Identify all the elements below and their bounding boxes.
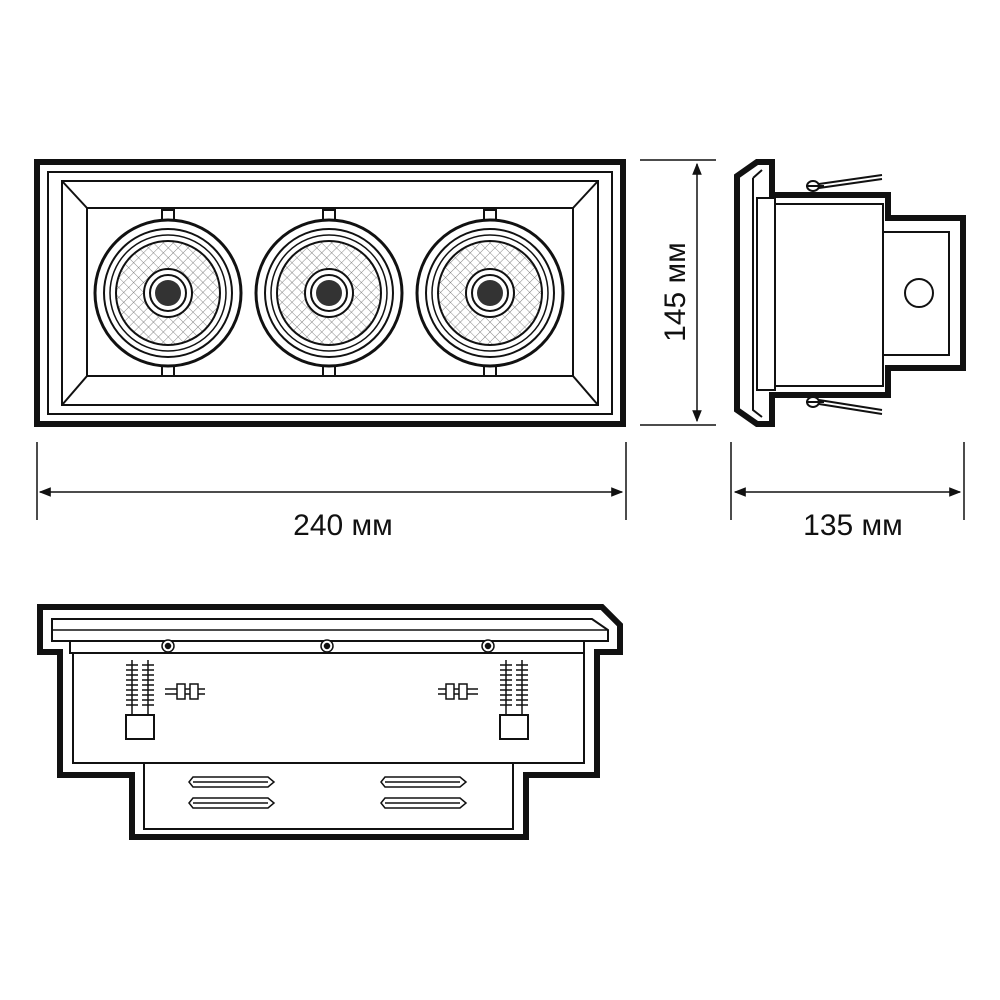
bottom-view bbox=[37, 604, 623, 840]
dimension-depth bbox=[730, 442, 965, 520]
screw-1 bbox=[161, 639, 175, 653]
lamp-module-center bbox=[254, 209, 404, 377]
width-label: 240 мм bbox=[293, 509, 393, 542]
dimension-width bbox=[36, 442, 627, 520]
spring-clip-bottom bbox=[806, 396, 883, 415]
front-inner-frame bbox=[47, 171, 613, 415]
spring-left bbox=[125, 660, 155, 740]
side-view bbox=[734, 159, 966, 427]
spring-clip-top bbox=[806, 174, 883, 192]
connector-left bbox=[165, 683, 205, 700]
bottom-outline bbox=[37, 604, 623, 840]
side-knockout-hole bbox=[904, 278, 934, 308]
height-label: 145 мм bbox=[659, 242, 692, 342]
vent-slots bbox=[188, 776, 468, 809]
screw-2 bbox=[320, 639, 334, 653]
front-bezel bbox=[61, 180, 599, 406]
front-view bbox=[34, 159, 626, 427]
depth-label: 135 мм bbox=[803, 509, 903, 542]
bottom-flange bbox=[51, 618, 609, 642]
spring-right bbox=[499, 660, 529, 740]
dimension-height bbox=[640, 159, 716, 426]
bottom-driver bbox=[143, 762, 514, 830]
side-outline bbox=[734, 159, 966, 427]
lamp-module-right bbox=[415, 209, 565, 377]
connector-right bbox=[438, 683, 478, 700]
side-driver-box bbox=[882, 231, 950, 356]
screw-3 bbox=[481, 639, 495, 653]
lamp-module-left bbox=[93, 209, 243, 377]
